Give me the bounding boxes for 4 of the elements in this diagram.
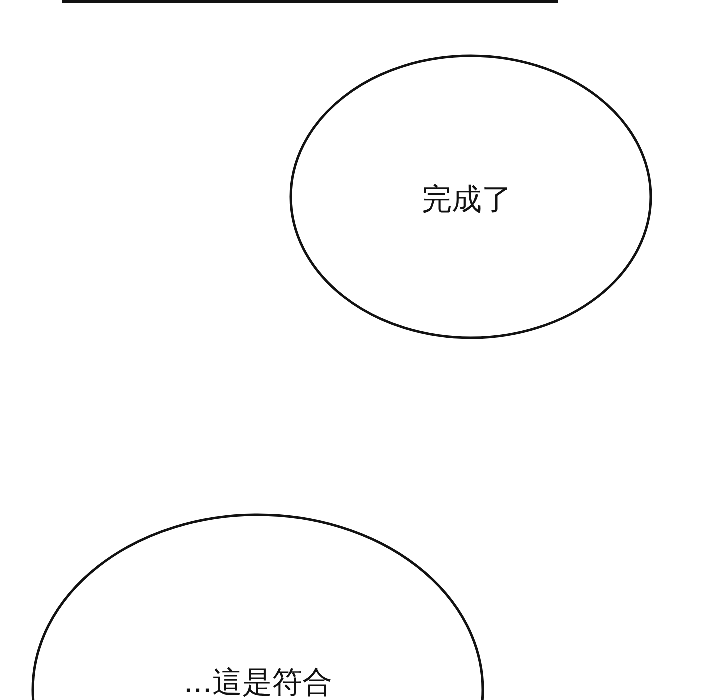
speech-text: ...這是符合 — [184, 664, 332, 700]
speech-text: 完成了 — [422, 182, 512, 220]
speech-bubble — [31, 513, 485, 700]
speech-bubble — [289, 54, 653, 340]
